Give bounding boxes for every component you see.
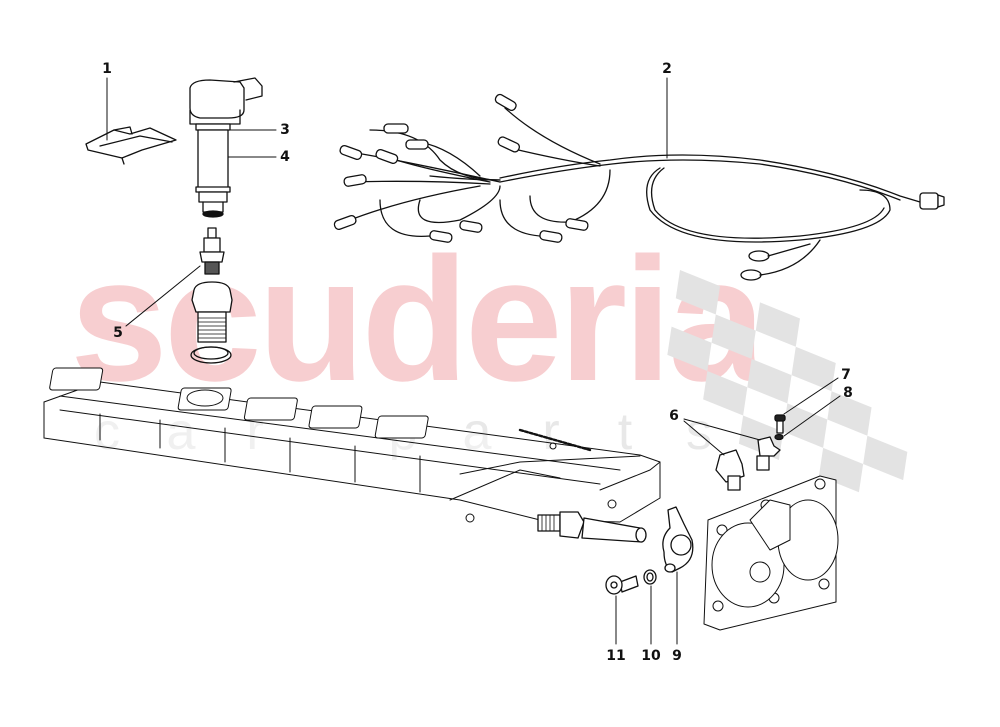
watermark-letter: s (686, 403, 712, 461)
callout-5[interactable]: 5 (113, 325, 123, 341)
callout-4[interactable]: 4 (280, 149, 290, 165)
watermark-brand: scuderia (70, 222, 766, 418)
callout-8[interactable]: 8 (843, 385, 853, 401)
plug-tube-part (190, 281, 233, 364)
watermark-letter: a (144, 402, 218, 462)
cam-cover-part (43, 367, 661, 523)
callout-10[interactable]: 10 (641, 648, 661, 664)
callout-6[interactable]: 6 (669, 408, 679, 424)
ignition-coil-part (189, 77, 263, 218)
bracket-part (662, 506, 694, 573)
callout-2[interactable]: 2 (662, 61, 672, 77)
callout-9[interactable]: 9 (672, 648, 682, 664)
callout-7[interactable]: 7 (841, 367, 851, 383)
callout-11[interactable]: 11 (606, 648, 626, 664)
watermark-letter: c (70, 402, 144, 462)
callout-1[interactable]: 1 (102, 61, 112, 77)
stud-part (537, 511, 647, 543)
throttle-body-part (703, 475, 839, 631)
screw-part (605, 575, 639, 595)
watermark-letter: r (542, 403, 560, 461)
watermark-letter: t (617, 403, 633, 461)
harness-connector-icon (919, 192, 945, 210)
sensor-part (715, 436, 781, 491)
leader-lines (106, 77, 841, 645)
callout-3[interactable]: 3 (280, 122, 290, 138)
terminal-icon (333, 93, 589, 243)
wiring-harness-part (333, 93, 945, 281)
screw-part (774, 414, 786, 441)
checkered-flag-icon (667, 270, 908, 493)
washer-part (643, 569, 657, 585)
spark-plug-part (199, 227, 225, 275)
clip-part (85, 126, 177, 165)
